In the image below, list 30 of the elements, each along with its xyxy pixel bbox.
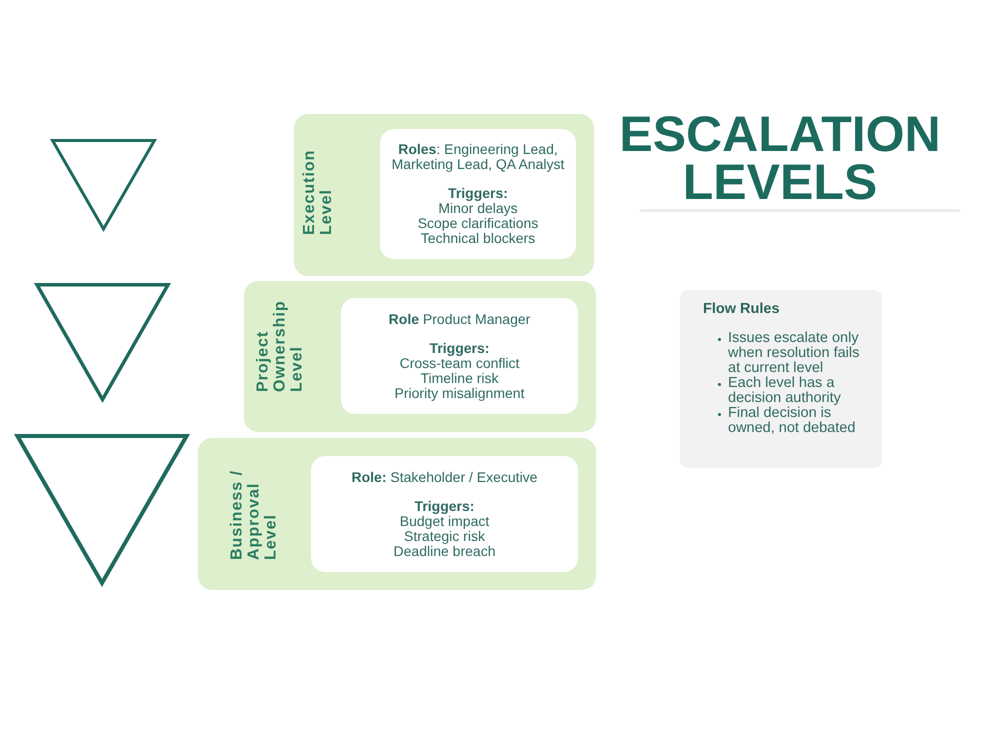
triggers-heading: Triggers: (430, 340, 490, 356)
trigger-item: Strategic risk (404, 528, 485, 544)
role-text: Role: Stakeholder / Executive (352, 470, 538, 484)
trigger-item: Budget impact (400, 514, 490, 528)
level-band (294, 114, 594, 276)
level-label: Execution Level (301, 148, 335, 235)
trigger-item: Deadline breach (394, 544, 496, 558)
diagram-title: ESCALATION LEVELS (618, 110, 942, 206)
rule-item: Each level has a decision authority (716, 376, 868, 406)
rule-item: Final decision is owned, not debated (716, 406, 868, 436)
level-band (244, 281, 596, 432)
level-band (198, 438, 596, 590)
rules-panel (680, 290, 882, 468)
role-text: Roles: Engineering Lead, Marketing Lead, QA Analyst (390, 142, 566, 172)
triggers-heading: Triggers: (448, 186, 508, 201)
trigger-item: Priority misalignment (394, 386, 524, 400)
trigger-item: Scope clarifications (418, 216, 538, 231)
trigger-item: Minor delays (438, 201, 518, 216)
trigger-item: Cross-team conflict (400, 356, 520, 370)
role-card (311, 456, 578, 572)
role-card (341, 298, 578, 414)
rule-item: Issues escalate only when resolution fails at current level (716, 331, 868, 376)
role-text: Role Product Manager (388, 312, 530, 326)
triggers-heading: Triggers: (414, 498, 474, 514)
trigger-item: Technical blockers (420, 231, 536, 246)
trigger-item: Timeline risk (420, 370, 499, 386)
level-label: Project Ownership Level (254, 299, 306, 392)
level-label: Business / Approval Level (228, 468, 280, 560)
role-card (380, 129, 576, 259)
panel-heading: Flow Rules (703, 301, 780, 318)
